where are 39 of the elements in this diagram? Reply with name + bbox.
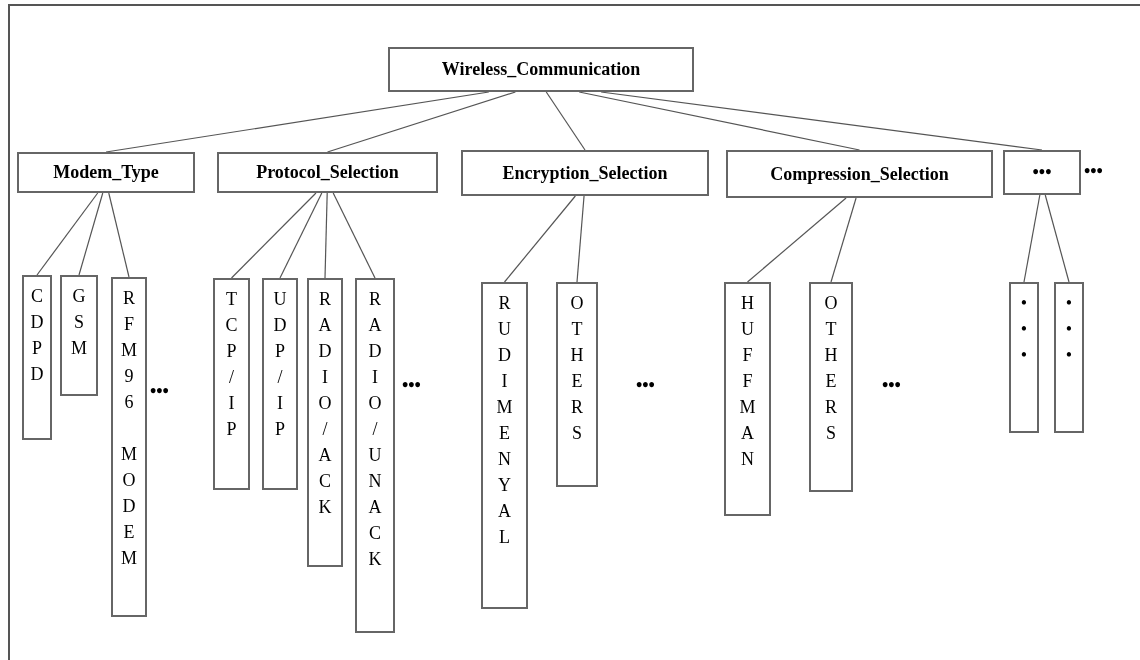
leaf-box: •••: [1009, 282, 1039, 433]
connector-line: [332, 192, 376, 279]
ellipsis-text: •••: [1084, 160, 1103, 183]
leaf-box: TCP/IP: [213, 278, 250, 490]
connector-line: [78, 192, 104, 276]
leaf-box: CDPD: [22, 275, 52, 440]
leaf-box: OTHERS: [556, 282, 598, 487]
category-box: Wireless_Communication: [388, 47, 694, 92]
leaf-box: UDP/IP: [262, 278, 298, 490]
leaf-box: RFM96 MODEM: [111, 277, 147, 617]
connector-line: [279, 192, 323, 279]
ellipsis-text: •••: [150, 380, 169, 403]
connector-line: [545, 91, 586, 151]
connector-line: [830, 197, 857, 283]
category-box: Modem_Type: [17, 152, 195, 193]
category-box: •••: [1003, 150, 1081, 195]
leaf-box: HUFFMAN: [724, 282, 771, 516]
connector-line: [1023, 194, 1041, 283]
connector-line: [36, 192, 99, 276]
connector-line: [576, 195, 585, 283]
leaf-box: RUDIMENYAL: [481, 282, 528, 609]
connector-line: [324, 192, 328, 279]
leaf-box: •••: [1054, 282, 1084, 433]
ellipsis-text: •••: [402, 374, 421, 397]
category-box: Protocol_Selection: [217, 152, 438, 193]
leaf-box: RADIO/UNACK: [355, 278, 395, 633]
connector-line: [326, 91, 516, 153]
connector-line: [230, 192, 317, 279]
leaf-box: RADIO/ACK: [307, 278, 343, 567]
ellipsis-text: •••: [636, 374, 655, 397]
category-box: Compression_Selection: [726, 150, 993, 198]
connector-line: [108, 192, 130, 278]
leaf-box: GSM: [60, 275, 98, 396]
connector-line: [746, 197, 847, 283]
category-box: Encryption_Selection: [461, 150, 709, 196]
connector-line: [503, 195, 576, 283]
connector-line: [1044, 194, 1070, 283]
leaf-box: OTHERS: [809, 282, 853, 492]
ellipsis-text: •••: [882, 374, 901, 397]
